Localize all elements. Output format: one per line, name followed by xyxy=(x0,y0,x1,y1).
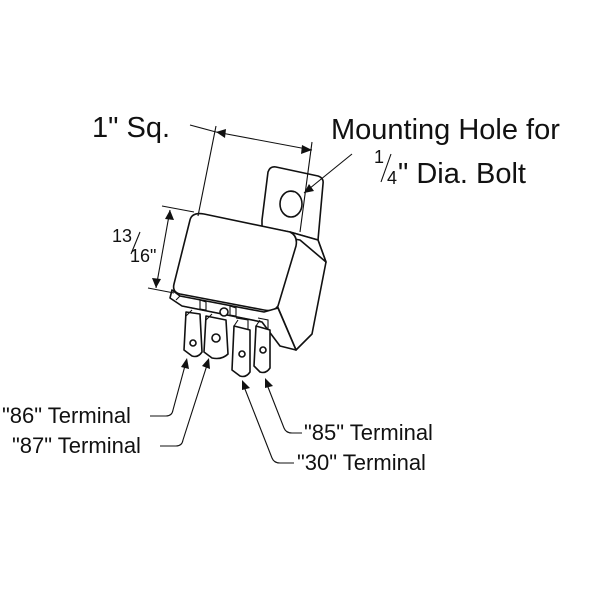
terminal-85-blade xyxy=(253,317,271,374)
leader-86 xyxy=(150,358,189,417)
mounting-label-line2: " Dia. Bolt xyxy=(398,158,526,190)
width-dimension xyxy=(189,124,313,233)
relay-body xyxy=(169,212,327,351)
height-denominator: 16" xyxy=(130,246,156,266)
leader-87 xyxy=(160,358,210,447)
mounting-fraction-slash xyxy=(380,153,392,183)
terminal-87-blade xyxy=(203,313,229,360)
mounting-tab xyxy=(261,166,324,241)
width-label: 1" Sq. xyxy=(92,112,170,144)
terminal-30-blade xyxy=(231,317,251,378)
height-fraction-slash xyxy=(130,231,141,255)
leader-85 xyxy=(265,378,302,434)
mounting-label-line1: Mounting Hole for xyxy=(331,114,560,146)
mounting-frac-denominator: 4 xyxy=(387,168,397,188)
terminal-87-label: "87" Terminal xyxy=(12,433,141,458)
terminal-86-blade xyxy=(183,309,203,358)
mounting-hole-leader xyxy=(303,153,353,194)
height-dimension xyxy=(147,205,195,294)
terminal-86-label: "86" Terminal xyxy=(2,403,131,428)
height-numerator: 13 xyxy=(112,226,132,246)
leader-30 xyxy=(242,380,294,464)
terminal-85-label: "85" Terminal xyxy=(304,420,433,445)
mounting-frac-numerator: 1 xyxy=(374,147,384,167)
terminal-30-label: "30" Terminal xyxy=(297,450,426,475)
